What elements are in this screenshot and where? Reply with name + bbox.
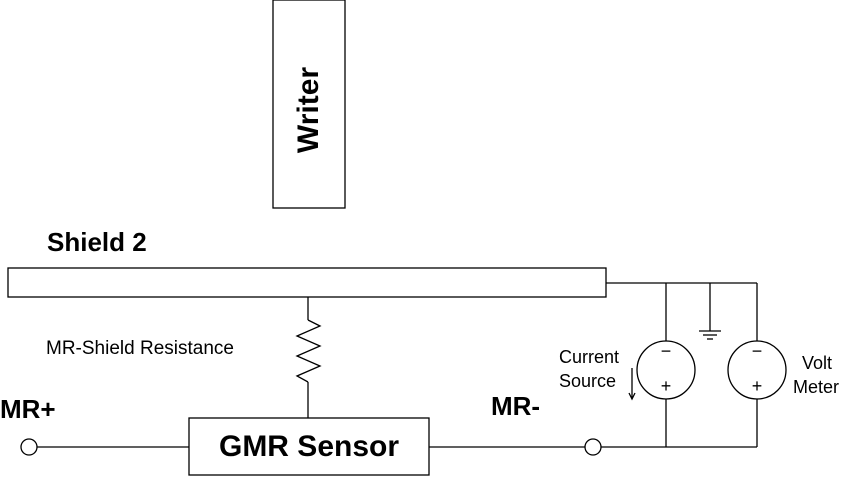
ground-icon (699, 283, 721, 340)
mr-shield-resistor (295, 297, 322, 418)
volt-meter: − + (727, 283, 787, 447)
terminal-plus-label: MR+ (0, 394, 56, 424)
current-source-plus: + (661, 376, 672, 396)
volt-meter-minus: − (752, 341, 763, 361)
current-source-minus: − (661, 341, 672, 361)
current-source-label-line1: Current (559, 347, 619, 367)
volt-meter-label-line2: Meter (793, 377, 839, 397)
resistance-label: MR-Shield Resistance (46, 338, 234, 359)
current-source: − + (636, 283, 696, 447)
terminal-minus-node (584, 438, 602, 456)
terminal-plus-node (20, 438, 38, 456)
current-source-label-line2: Source (559, 371, 616, 391)
terminal-minus-label: MR- (491, 391, 540, 421)
writer-label: Writer (292, 67, 325, 153)
volt-meter-label-line1: Volt (802, 353, 832, 373)
resistor-zigzag (295, 319, 322, 383)
current-direction-arrow-icon (628, 368, 636, 401)
writer-block: Writer (272, 0, 346, 209)
shield-label: Shield 2 (47, 227, 147, 257)
gmr-sensor-label: GMR Sensor (219, 430, 399, 463)
volt-meter-plus: + (752, 376, 763, 396)
shield-bar (7, 267, 607, 298)
gmr-sensor-box (188, 417, 430, 476)
writer-box (272, 0, 346, 209)
